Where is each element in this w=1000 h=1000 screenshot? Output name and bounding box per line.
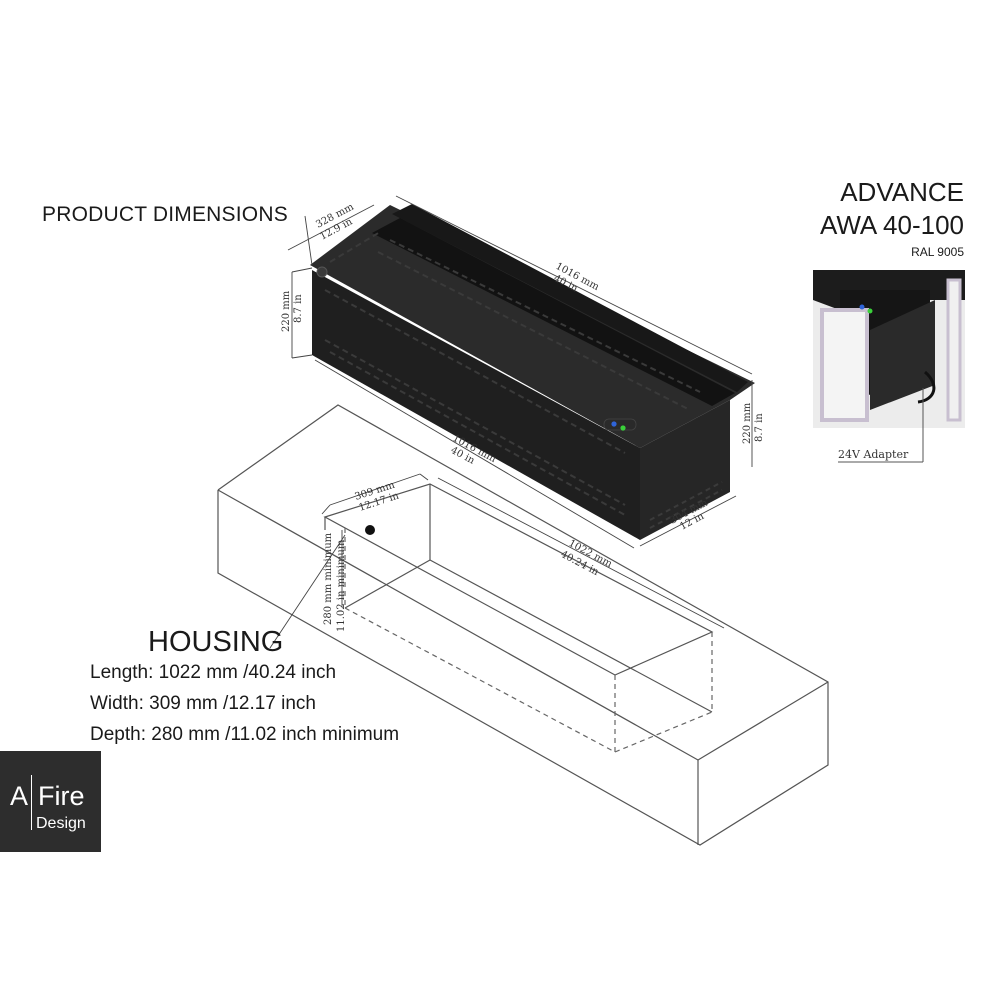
housing-heading: HOUSING (148, 626, 284, 658)
led-blue (611, 421, 617, 427)
housing-block (217, 404, 829, 846)
housing-length-spec: Length: 1022 mm /40.24 inch (90, 662, 337, 683)
logo-design: Design (36, 815, 86, 832)
housing-marker-dot (365, 525, 375, 535)
ral-code: RAL 9005 (911, 245, 964, 259)
logo-divider (31, 775, 32, 830)
led-green (620, 425, 626, 431)
height-left-mm: 220 mm (281, 290, 292, 332)
afire-design-logo: A Fire Design (0, 751, 101, 852)
height-right-in: 8.7 in (754, 413, 765, 442)
brand-line1: ADVANCE (840, 177, 964, 207)
height-right-mm: 220 mm (742, 402, 753, 444)
housing-depth-in: 11.02 in minimum (336, 539, 347, 632)
product-dimension-lines (287, 195, 753, 549)
height-left-in: 8.7 in (293, 294, 304, 323)
adapter-label: 24V Adapter (838, 448, 909, 461)
control-panel (603, 418, 637, 431)
housing-width-spec: Width: 309 mm /12.17 inch (90, 693, 316, 714)
product-unit (310, 204, 755, 540)
logo-letter-a: A (10, 781, 29, 811)
housing-depth-spec: Depth: 280 mm /11.02 inch minimum (90, 724, 400, 745)
logo-fire: Fire (38, 781, 85, 811)
housing-dimension-lines (269, 473, 725, 649)
inset-photo (813, 270, 965, 463)
brand-model: AWA 40-100 (819, 210, 964, 240)
product-dimensions-heading: PRODUCT DIMENSIONS (42, 203, 288, 226)
housing-depth-mm: 280 mm minimum (323, 532, 334, 625)
